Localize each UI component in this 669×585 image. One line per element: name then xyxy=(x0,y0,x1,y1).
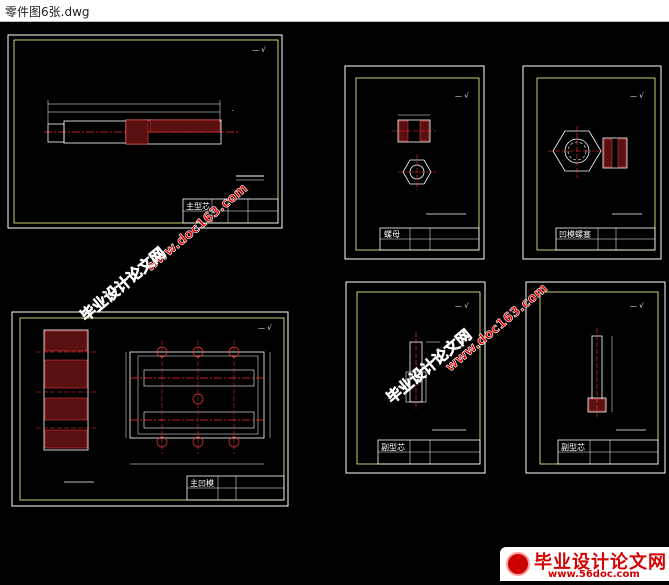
sheet-die-plug-label: 凹模螺塞 xyxy=(559,229,591,239)
svg-text:— √: — √ xyxy=(455,92,469,100)
svg-text:— √: — √ xyxy=(252,46,266,54)
logo-main-text: 毕业设计论文网 xyxy=(534,552,667,573)
logo-emblem-icon xyxy=(506,552,530,576)
svg-text:— √: — √ xyxy=(630,92,644,100)
watermark-cn-1: 毕业设计论文网 xyxy=(77,244,169,325)
sheet-main-die[interactable]: — √ 主凹模 xyxy=(11,311,289,507)
sheet-main-die-label: 主凹模 xyxy=(190,478,214,488)
logo-url-text: www.56doc.com xyxy=(548,569,640,580)
svg-text:-: - xyxy=(232,107,234,114)
svg-text:— √: — √ xyxy=(258,324,272,332)
drawing-canvas[interactable]: — √ - 主型芯 — √ xyxy=(0,22,669,581)
file-title: 零件图6张.dwg xyxy=(5,5,90,19)
watermark-url-2: www.doc163.com xyxy=(443,281,551,375)
cad-drawing[interactable]: — √ - 主型芯 — √ xyxy=(0,22,669,581)
sheet-die-plug[interactable]: — √ 凹模螺塞 xyxy=(522,65,662,260)
sheet-aux-core-2[interactable]: — √ 副型芯 xyxy=(525,281,666,474)
sheet-aux-core-1-label: 副型芯 xyxy=(381,442,405,452)
sheet-aux-core-1[interactable]: — √ 副型芯 xyxy=(345,281,486,474)
sheet-nut[interactable]: — √ 螺母 xyxy=(344,65,485,260)
title-bar: 零件图6张.dwg xyxy=(0,0,669,22)
sheet-aux-core-2-label: 副型芯 xyxy=(561,442,585,452)
svg-text:— √: — √ xyxy=(455,302,469,310)
watermark-1: www.doc163.com 毕业设计论文网 xyxy=(77,181,251,326)
svg-text:— √: — √ xyxy=(630,302,644,310)
sheet-main-core-label: 主型芯 xyxy=(186,201,210,211)
sheet-nut-label: 螺母 xyxy=(384,229,400,239)
sheet-main-core[interactable]: — √ - 主型芯 xyxy=(7,34,283,229)
